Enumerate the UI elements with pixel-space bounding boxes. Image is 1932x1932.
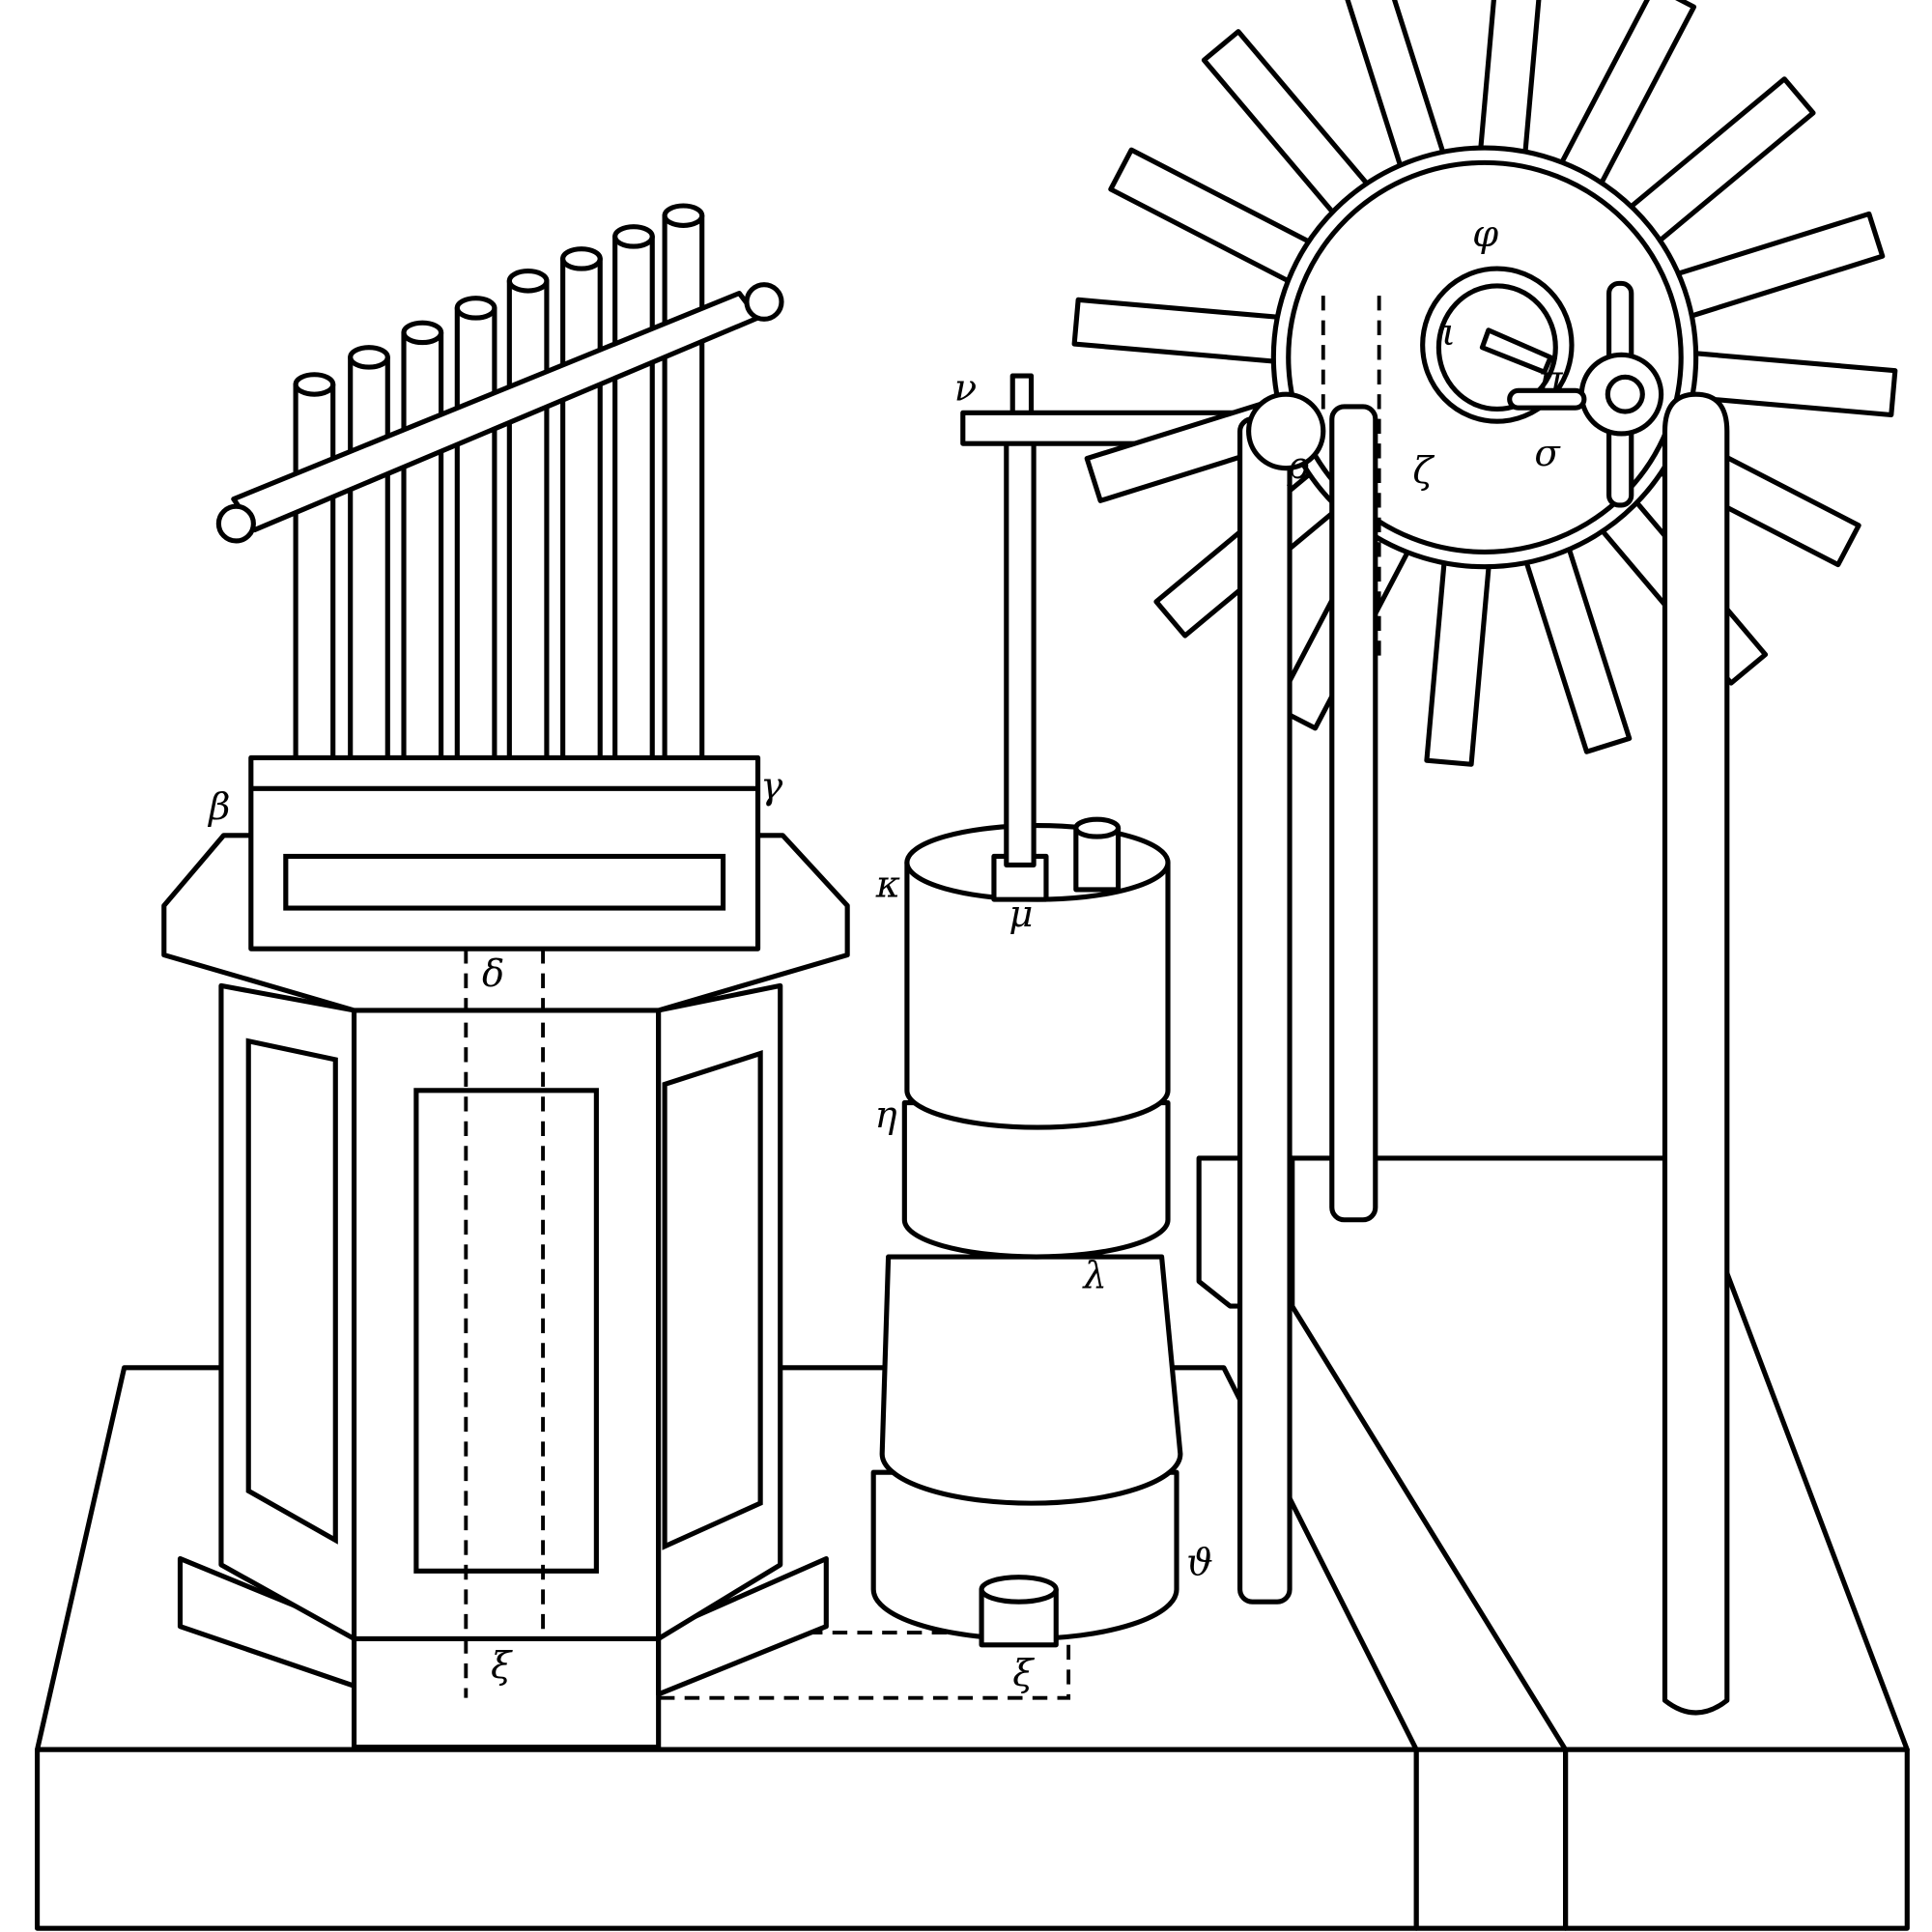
label-rho: ρ <box>1286 444 1309 488</box>
label-xi-pedestal: ξ <box>491 1644 513 1688</box>
pipe-mouth <box>612 224 655 249</box>
label-iota: ι <box>1441 311 1456 355</box>
label-xi-base: ξ <box>1012 1652 1035 1695</box>
support-posts <box>1237 280 1730 1716</box>
label-lambda: λ <box>1082 1254 1107 1297</box>
air-cylinder <box>870 816 1183 1648</box>
label-nu: ν <box>954 367 977 411</box>
label-zeta: ζ <box>1412 449 1435 493</box>
wind-wheel <box>1270 145 1699 666</box>
pipe-mouth <box>293 372 336 397</box>
organ-pipe <box>560 256 603 760</box>
organ-pipe <box>293 382 336 760</box>
organ-pipe <box>506 278 550 760</box>
organ-pipe <box>454 305 497 760</box>
label-sigma: σ <box>1534 432 1561 475</box>
label-eta: η <box>874 1094 896 1137</box>
organ-pipe <box>662 213 705 760</box>
pipe-mouth <box>348 345 390 370</box>
organ-pedestal <box>161 833 850 1750</box>
windmill-blade <box>1424 536 1493 767</box>
label-theta: ϑ <box>1186 1541 1213 1584</box>
label-pi: π <box>1537 358 1563 402</box>
label-phi: φ <box>1472 213 1498 256</box>
label-gamma: γ <box>760 765 782 809</box>
pipe-mouth <box>662 203 705 228</box>
organ-pipe <box>612 234 655 760</box>
letter-labels: β γ δ ξ ξ κ μ η λ ϑ ν φ ι ρ ζ σ π <box>207 213 1563 1695</box>
pipe-mouth <box>401 320 444 346</box>
pipe-mouth <box>560 246 603 271</box>
label-delta: δ <box>482 952 504 996</box>
pipe-mouth <box>506 269 550 294</box>
label-kappa: κ <box>875 864 900 907</box>
organ-pipe <box>348 355 390 760</box>
label-mu: μ <box>1009 893 1033 936</box>
key-bar <box>215 282 784 544</box>
organ-pipes <box>293 203 705 760</box>
wind-chest <box>248 754 761 952</box>
windmill-blade <box>1071 297 1304 366</box>
label-beta: β <box>207 785 230 829</box>
pipe-mouth <box>454 296 497 321</box>
organ-pipe <box>401 329 444 760</box>
